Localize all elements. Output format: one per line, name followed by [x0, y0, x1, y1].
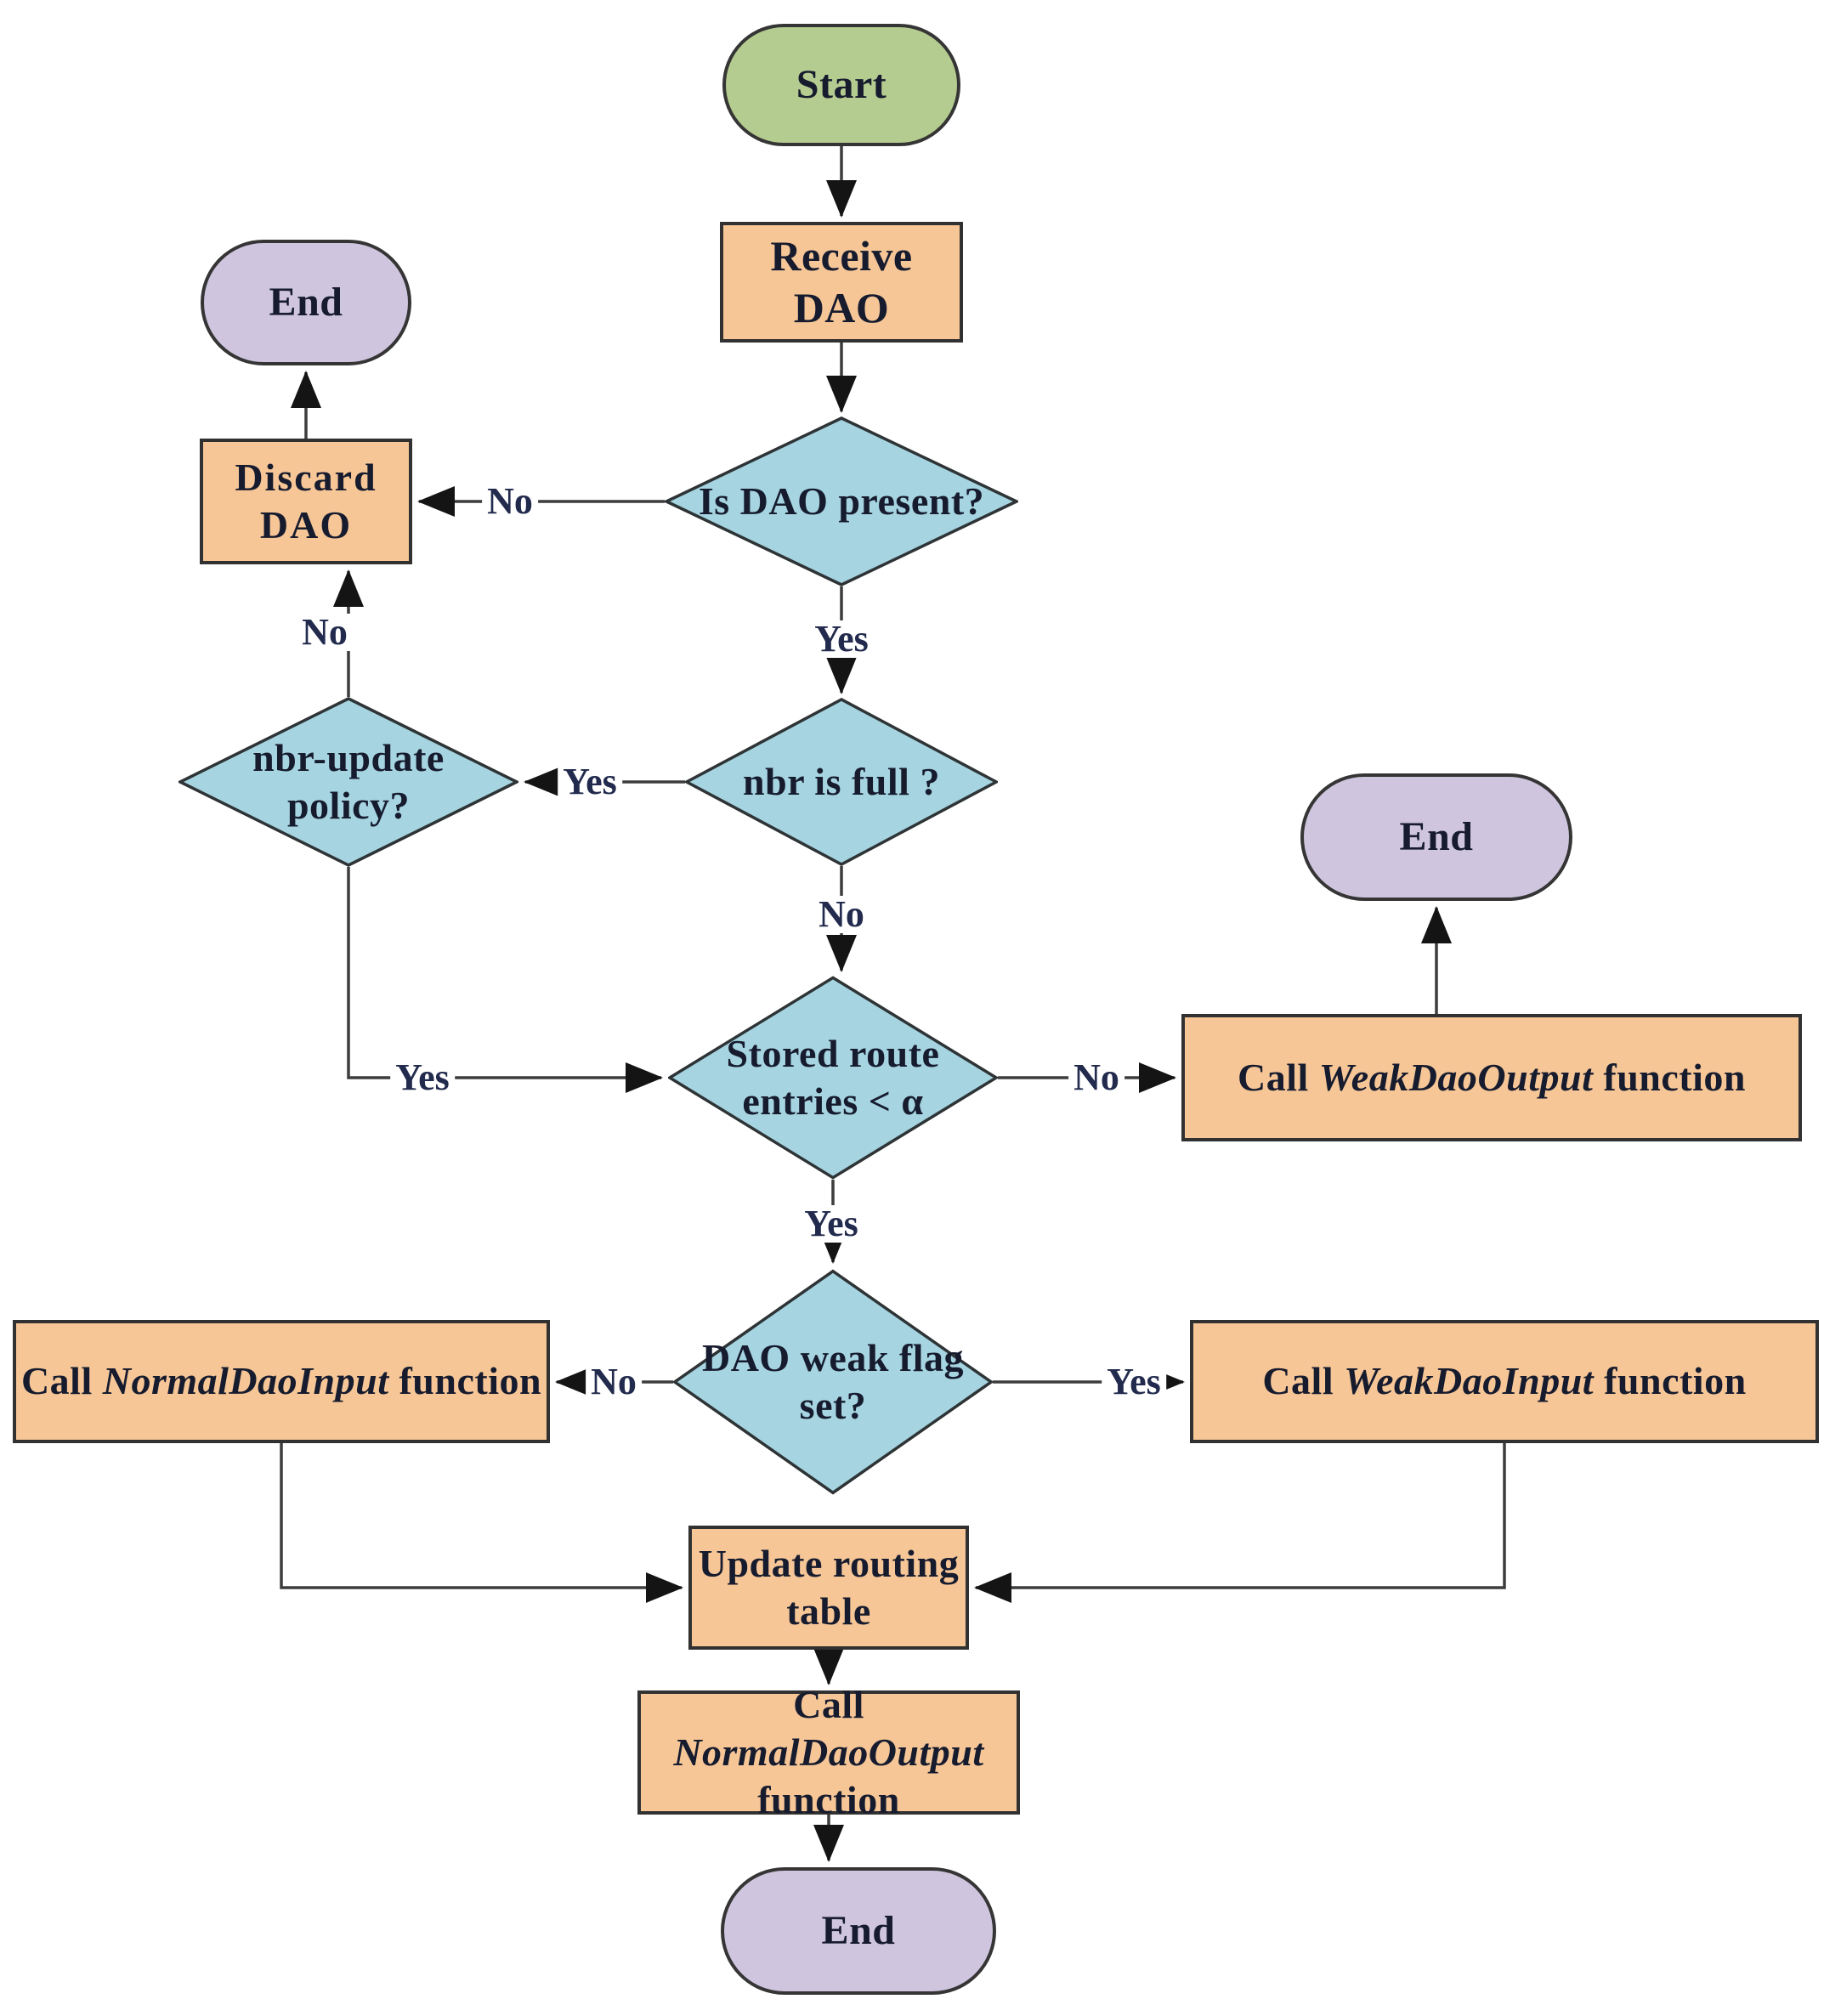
nbr-update-policy-label: nbr-update policy?	[252, 734, 445, 830]
end-left-label: End	[269, 279, 343, 325]
end-right-label: End	[1399, 813, 1474, 859]
call-suffix: function	[388, 1359, 542, 1403]
edge-label-nbrfull-yes: Yes	[558, 763, 622, 801]
nbr-update-policy-decision: nbr-update policy?	[178, 697, 518, 867]
end-right-terminator: End	[1300, 773, 1572, 901]
call-suffix: function	[1593, 1055, 1746, 1099]
nbr-is-full-decision: nbr is full ?	[685, 698, 998, 866]
dao-weak-flag-decision: DAO weak flag set?	[673, 1269, 993, 1495]
call-suffix: function	[1594, 1359, 1747, 1403]
end-bottom-label: End	[821, 1907, 896, 1953]
edge-label-stored-no: No	[1068, 1059, 1124, 1096]
edge-label-policy-no: No	[297, 614, 353, 651]
diamond-shape	[178, 697, 518, 867]
call-weak-dao-input-process: Call WeakDaoInput function	[1190, 1320, 1819, 1443]
start-label: Start	[796, 61, 887, 107]
diamond-shape	[665, 416, 1018, 586]
edge-label-nbrfull-no: No	[813, 896, 870, 933]
call-prefix: Call	[793, 1682, 875, 1726]
edge-label-stored-yes: Yes	[799, 1205, 864, 1243]
normal-dao-input-func-name: NormalDaoInput	[102, 1359, 389, 1403]
normal-dao-output-func-name: NormalDaoOutput	[673, 1730, 984, 1774]
stored-route-line1: Stored route	[726, 1031, 940, 1075]
discard-dao-process: Discard DAO	[200, 439, 412, 564]
edge-label-policy-yes: Yes	[390, 1059, 455, 1096]
update-routing-table-process: Update routing table	[688, 1526, 969, 1650]
diamond-shape	[673, 1269, 993, 1495]
edge-policy-yes-to-stored	[347, 867, 663, 1093]
edge-label-isdao-no: No	[482, 483, 538, 520]
call-weak-dao-input-label: Call WeakDaoInput function	[1262, 1357, 1746, 1405]
weak-dao-output-func-name: WeakDaoOutput	[1318, 1055, 1594, 1099]
diamond-shape	[668, 976, 998, 1180]
call-prefix: Call	[20, 1359, 103, 1403]
is-dao-present-label: Is DAO present?	[698, 479, 985, 523]
start-terminator: Start	[722, 24, 960, 146]
receive-dao-process: Receive DAO	[720, 222, 963, 343]
diamond-shape	[685, 698, 998, 866]
is-dao-present-decision: Is DAO present?	[665, 416, 1018, 586]
edge-normalin-to-update	[280, 1443, 683, 1603]
nbr-update-policy-line2: policy?	[286, 784, 411, 827]
call-prefix: Call	[1262, 1359, 1345, 1403]
receive-dao-label: Receive DAO	[770, 232, 924, 331]
stored-route-line2: entries < α	[742, 1079, 924, 1123]
edge-label-weakflag-no: No	[586, 1363, 642, 1401]
weak-dao-input-func-name: WeakDaoInput	[1344, 1359, 1595, 1403]
edge-label-isdao-yes: Yes	[809, 620, 874, 658]
call-suffix: function	[757, 1778, 900, 1822]
end-bottom-terminator: End	[721, 1867, 996, 1995]
call-prefix: Call	[1238, 1055, 1319, 1099]
call-normal-dao-input-label: Call NormalDaoInput function	[21, 1357, 541, 1405]
call-normal-dao-input-process: Call NormalDaoInput function	[13, 1320, 550, 1443]
end-left-terminator: End	[201, 240, 411, 365]
edge-label-weakflag-yes: Yes	[1102, 1363, 1166, 1401]
discard-dao-label: Discard DAO	[235, 455, 389, 546]
call-weak-dao-output-label: Call WeakDaoOutput function	[1238, 1054, 1746, 1101]
nbr-update-policy-line1: nbr-update	[252, 735, 445, 779]
dao-weak-flag-label: DAO weak flag set?	[701, 1335, 975, 1427]
nbr-is-full-label: nbr is full ?	[743, 759, 940, 803]
edge-weakin-to-update	[974, 1443, 1506, 1603]
update-routing-table-label: Update routing table	[698, 1541, 970, 1633]
call-weak-dao-output-process: Call WeakDaoOutput function	[1181, 1014, 1802, 1141]
